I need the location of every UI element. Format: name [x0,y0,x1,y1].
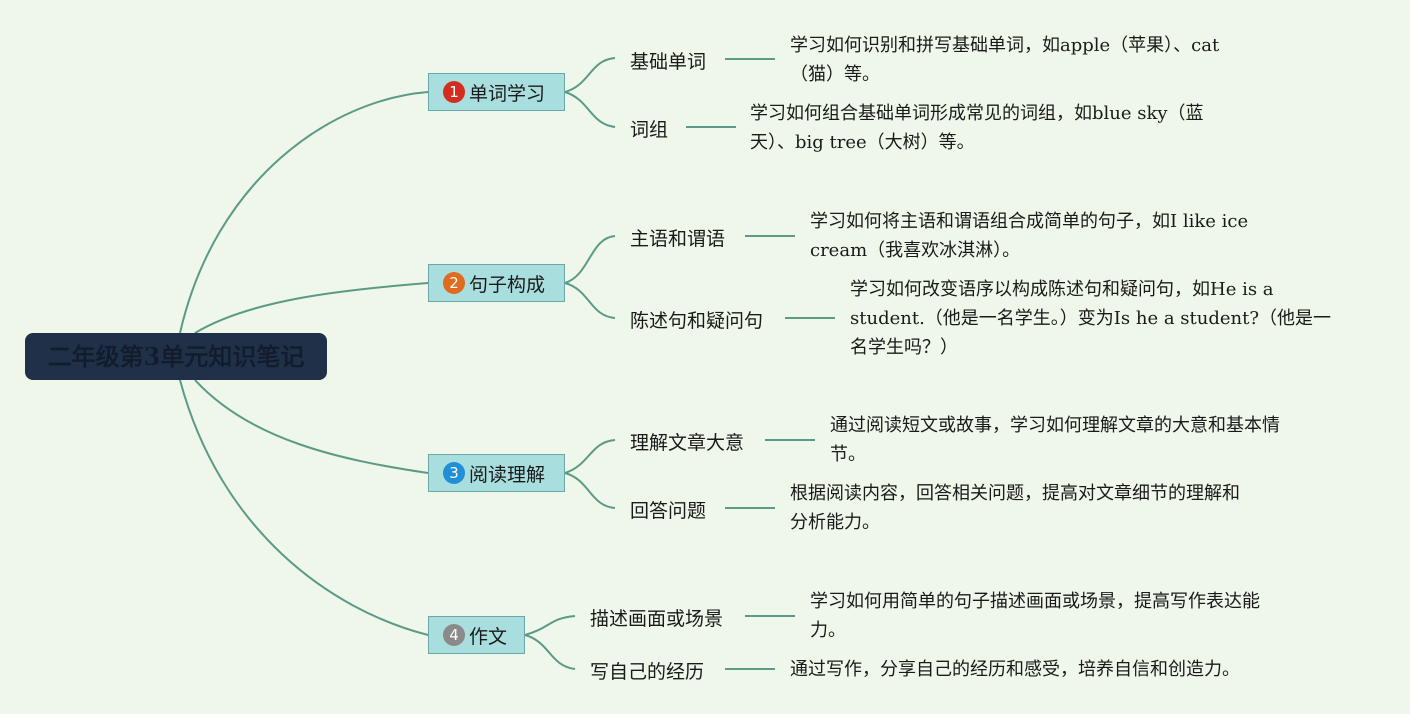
desc-line: 通过阅读短文或故事，学习如何理解文章的大意和基本情 [830,415,1280,436]
branch-label: 作文 [469,625,508,648]
subtopic-declarative-interrogative[interactable]: 陈述句和疑问句 [630,310,764,332]
link-b4-s2 [524,634,576,670]
desc-phrases: 学习如何组合基础单词形成常见的词组，如blue sky（蓝 天）、big tre… [750,99,1240,157]
desc-line: 天）、big tree（大树）等。 [750,132,975,153]
branch-label: 句子构成 [469,273,546,296]
link-b2-s1 [564,235,616,284]
desc-line: 根据阅读内容，回答相关问题，提高对文章细节的理解和 [790,483,1240,504]
desc-line: 力。 [810,620,846,641]
branch-label: 阅读理解 [469,463,546,486]
subtopic-own-experience[interactable]: 写自己的经历 [590,661,705,683]
desc-own-experience: 通过写作，分享自己的经历和感受，培养自信和创造力。 [790,655,1310,684]
branch-composition[interactable]: 4 作文 [428,616,525,654]
link-root-branch-3 [194,379,429,474]
desc-line: 节。 [830,444,866,465]
subtopic-answer-questions[interactable]: 回答问题 [630,500,707,522]
subtopic-phrases[interactable]: 词组 [630,119,669,141]
desc-line: 学习如何将主语和谓语组合成简单的句子，如I like ice [810,211,1249,232]
desc-main-idea: 通过阅读短文或故事，学习如何理解文章的大意和基本情 节。 [830,411,1340,469]
desc-declarative-interrogative: 学习如何改变语序以构成陈述句和疑问句，如He is a student.（他是一… [850,275,1350,362]
desc-line: 学习如何识别和拼写基础单词，如apple（苹果）、cat [790,35,1220,56]
link-b1-s1 [564,57,616,93]
link-b4-s1 [524,615,576,636]
desc-line: 学习如何组合基础单词形成常见的词组，如blue sky（蓝 [750,103,1204,124]
desc-line: 分析能力。 [790,512,880,533]
desc-line: （猫）等。 [790,64,880,85]
subtopic-subject-predicate[interactable]: 主语和谓语 [630,228,726,250]
link-root-branch-1 [179,91,429,334]
subtopic-describe-scene[interactable]: 描述画面或场景 [590,608,724,630]
desc-line: 名学生吗？） [850,337,958,358]
link-b1-s2 [564,91,616,128]
subtopic-main-idea[interactable]: 理解文章大意 [630,432,745,454]
link-root-branch-4 [179,379,429,636]
branch-vocabulary[interactable]: 1 单词学习 [428,73,565,111]
desc-subject-predicate: 学习如何将主语和谓语组合成简单的句子，如I like ice cream（我喜欢… [810,207,1290,265]
desc-basic-words: 学习如何识别和拼写基础单词，如apple（苹果）、cat （猫）等。 [790,31,1260,89]
root-topic[interactable]: 二年级第3单元知识笔记 [25,333,327,380]
badge-4-icon: 4 [443,624,465,646]
desc-line: 学习如何改变语序以构成陈述句和疑问句，如He is a [850,279,1274,300]
badge-3-icon: 3 [443,462,465,484]
desc-line: student.（他是一名学生。）变为Is he a student?（他是一 [850,308,1331,329]
badge-1-icon: 1 [443,81,465,103]
badge-2-icon: 2 [443,272,465,294]
link-root-branch-2 [194,282,429,334]
desc-describe-scene: 学习如何用简单的句子描述画面或场景，提高写作表达能 力。 [810,587,1320,645]
link-b2-s2 [564,282,616,319]
link-b3-s1 [564,439,616,474]
desc-line: 通过写作，分享自己的经历和感受，培养自信和创造力。 [790,659,1240,680]
desc-answer-questions: 根据阅读内容，回答相关问题，提高对文章细节的理解和 分析能力。 [790,479,1300,537]
branch-reading[interactable]: 3 阅读理解 [428,454,565,492]
branch-sentence-structure[interactable]: 2 句子构成 [428,264,565,302]
root-title: 二年级第3单元知识笔记 [47,342,305,371]
subtopic-basic-words[interactable]: 基础单词 [630,51,707,73]
branch-label: 单词学习 [469,82,546,105]
desc-line: cream（我喜欢冰淇淋）。 [810,240,1021,261]
link-b3-s2 [564,472,616,509]
desc-line: 学习如何用简单的句子描述画面或场景，提高写作表达能 [810,591,1260,612]
